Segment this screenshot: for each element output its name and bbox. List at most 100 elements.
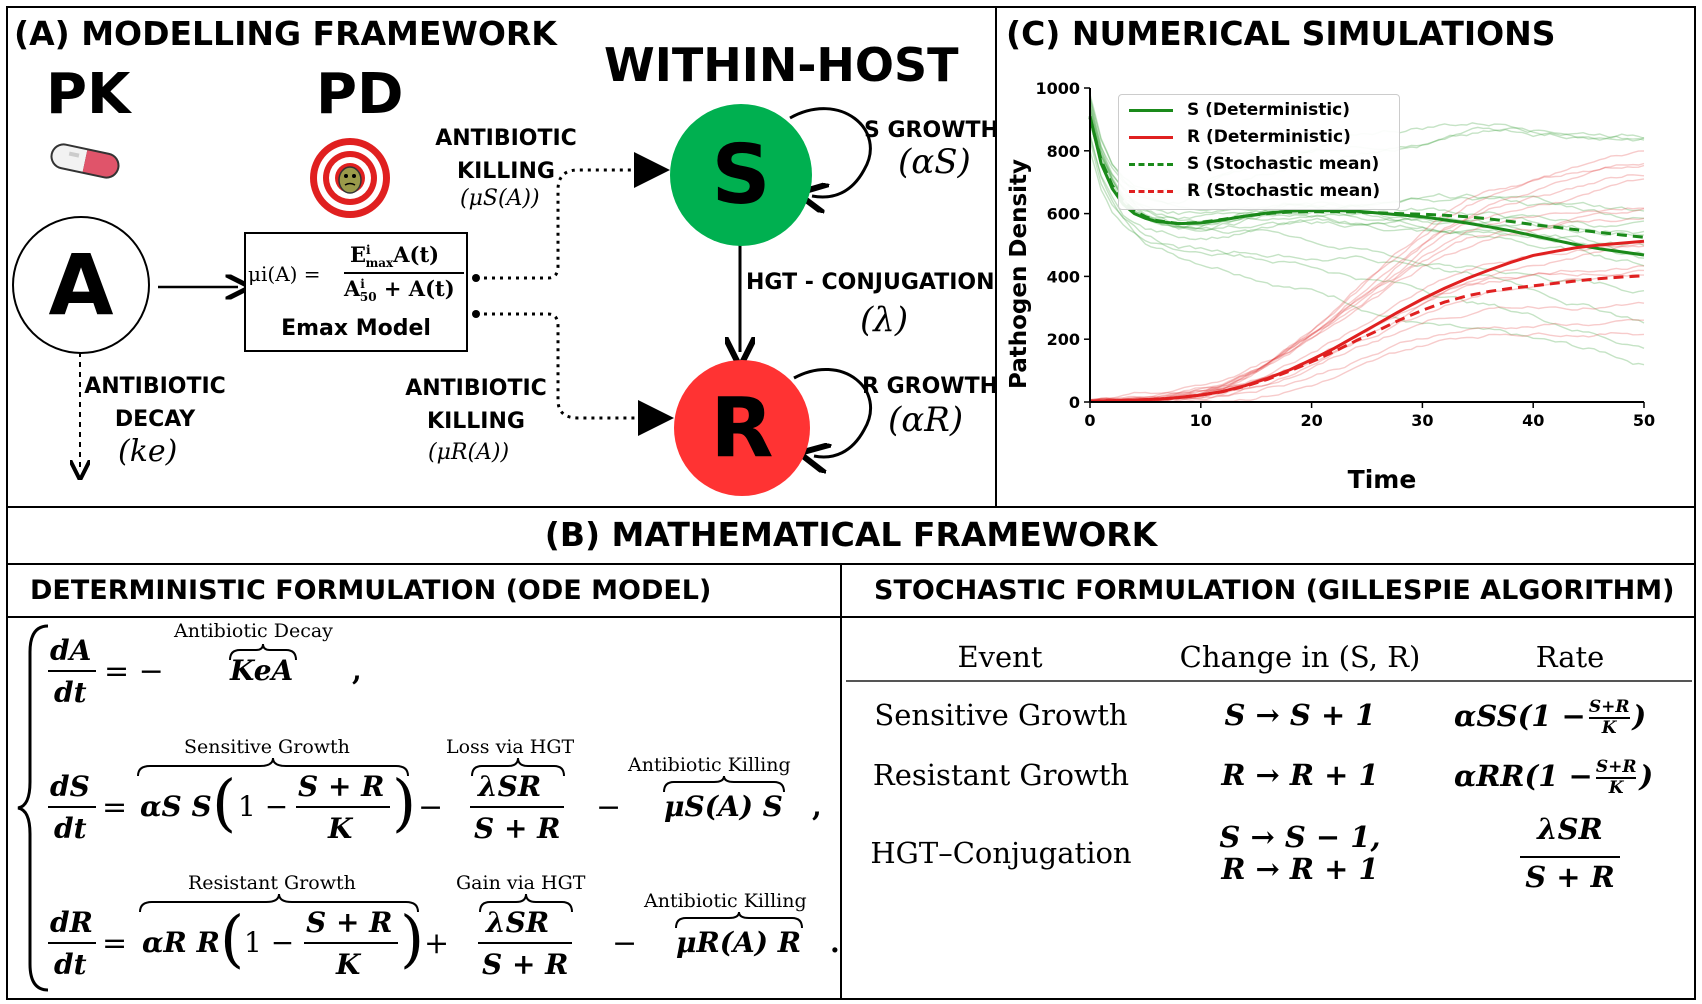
eq3-label-rgrowth: Resistant Growth [188,872,356,894]
eq3-frac-bar [304,942,398,944]
eq3-dR: dR [50,906,93,939]
table-row-3-rate-den: S + R [1525,860,1615,894]
s-growth-label: S GROWTH [864,118,999,143]
eq3-dt: dt [54,948,87,981]
eq3-paren: 1 − [244,926,295,959]
eq2-dt: dt [54,812,87,845]
divider-top [6,506,1696,508]
stochastic-trace-s [1089,135,1645,366]
eq2-growth: αS S [140,790,212,823]
r-growth-label: R GROWTH [862,374,998,399]
chart-y-label: Pathogen Density [1006,159,1032,389]
y-tick-label: 200 [1047,330,1080,349]
eq3-hgt-den: S + R [482,948,569,981]
eq3-hgt-bar [478,942,572,944]
eq3-end: . [830,926,840,959]
eq2-frac-num: S + R [298,770,385,803]
eq3-overbrace-kill [675,912,803,929]
outer-frame [6,6,1696,1000]
x-tick-label: 10 [1190,411,1212,430]
eq2-hgt-bar [470,806,564,808]
stochastic-trace-r [1089,331,1645,403]
emax-numerator: EimaxA(t) [350,242,440,271]
table-row-3-change-2: R → R + 1 [1221,852,1379,886]
eq2-label-sgrowth: Sensitive Growth [184,736,350,758]
node-r: R [674,360,810,496]
eq2-label-loss: Loss via HGT [446,736,575,758]
table-row-3-rate-bar [1520,856,1620,858]
x-tick-label: 0 [1084,411,1095,430]
stochastic-trace-s [1089,97,1645,324]
eq3-frac-num: S + R [306,906,393,939]
eq2-paren: 1 − [238,790,289,823]
hgt-label: HGT - CONJUGATION [746,270,995,295]
stochastic-trace-r [1089,245,1645,402]
stochastic-trace-r [1089,243,1645,402]
eq1-dA: dA [50,634,92,667]
table-row-3-event: HGT–Conjugation [870,836,1132,870]
divider-b-sub [6,616,1696,618]
eq3-overbrace-growth [139,894,419,913]
stochastic-trace-r [1089,208,1645,402]
eq3-label-kill: Antibiotic Killing [644,890,807,912]
table-header-change: Change in (S, R) [1179,640,1421,674]
eq2-dS: dS [50,770,90,803]
decay-label: ANTIBIOTIC DECAY [84,374,226,432]
table-row-3-rate-num: λSR [1537,812,1603,846]
panel-a-arrows [0,107,872,506]
panel-b-title: (B) MATHEMATICAL FRAMEWORK [544,515,1158,554]
stoch-title: STOCHASTIC FORMULATION (GILLESPIE ALGORI… [874,575,1675,606]
eq3-fracbar [48,942,96,944]
stochastic-trace-r [1090,265,1644,403]
emax-box: μi(A) = EimaxA(t) Ai50 + A(t) Emax Model [244,232,468,352]
stochastic-trace-s [1089,111,1645,259]
eq3-eq: = [102,926,128,961]
target-bacterium-icon [310,138,390,218]
eq1-label-decay: Antibiotic Decay [174,620,333,642]
eq2-overbrace-loss [471,758,565,777]
table-row-2-change: R → R + 1 [1221,758,1379,792]
y-tick-label: 800 [1047,142,1080,161]
eq1-term: KeA [230,654,294,687]
s-growth-math: (αS) [898,142,971,182]
eq3-lparen: ( [220,902,245,975]
y-tick-label: 600 [1047,205,1080,224]
ode-brace [17,624,49,992]
stochastic-trace-s [1089,123,1645,237]
eq3-plus: + [424,926,450,961]
y-tick-label: 1000 [1035,79,1080,98]
x-tick-label: 40 [1522,411,1544,430]
stochastic-trace-r [1089,164,1645,403]
table-header-event: Event [957,640,1043,674]
node-s-label: S [711,127,771,223]
eq2-frac-K: K [328,812,353,845]
eq2-eq: = [102,790,128,825]
emax-lhs: μi(A) = [248,262,321,286]
killing-r-math: (μR(A)) [428,440,510,465]
chart-axes [1089,88,1644,403]
divider-b-mid [840,563,842,1000]
killing-s-math: (μS(A)) [460,186,540,211]
legend-s-stoch: S (Stochastic mean) [1129,151,1379,177]
eq2-hgt-num: λSR [478,770,542,803]
eq2-rparen: ) [392,766,417,839]
node-a-label: A [48,236,114,334]
table-row-3-change-1: S → S − 1, [1219,820,1381,854]
eq2-kill: μS(A) S [664,790,783,823]
eq2-end: , [812,790,822,823]
node-a: A [12,216,150,354]
panel-a-title: (A) MODELLING FRAMEWORK [14,14,557,53]
divider-ac [995,6,997,508]
series-line-3 [1089,274,1645,403]
y-tick-label: 0 [1069,393,1080,412]
legend-r-det: R (Deterministic) [1129,124,1351,150]
node-s: S [670,104,812,246]
eq2-overbrace-growth [137,758,409,777]
stochastic-trace-r [1089,217,1645,401]
table-row-2-event: Resistant Growth [872,758,1130,792]
series-line-2 [1088,117,1645,239]
table-row-1-event: Sensitive Growth [874,698,1128,732]
chart-series [1088,115,1645,403]
